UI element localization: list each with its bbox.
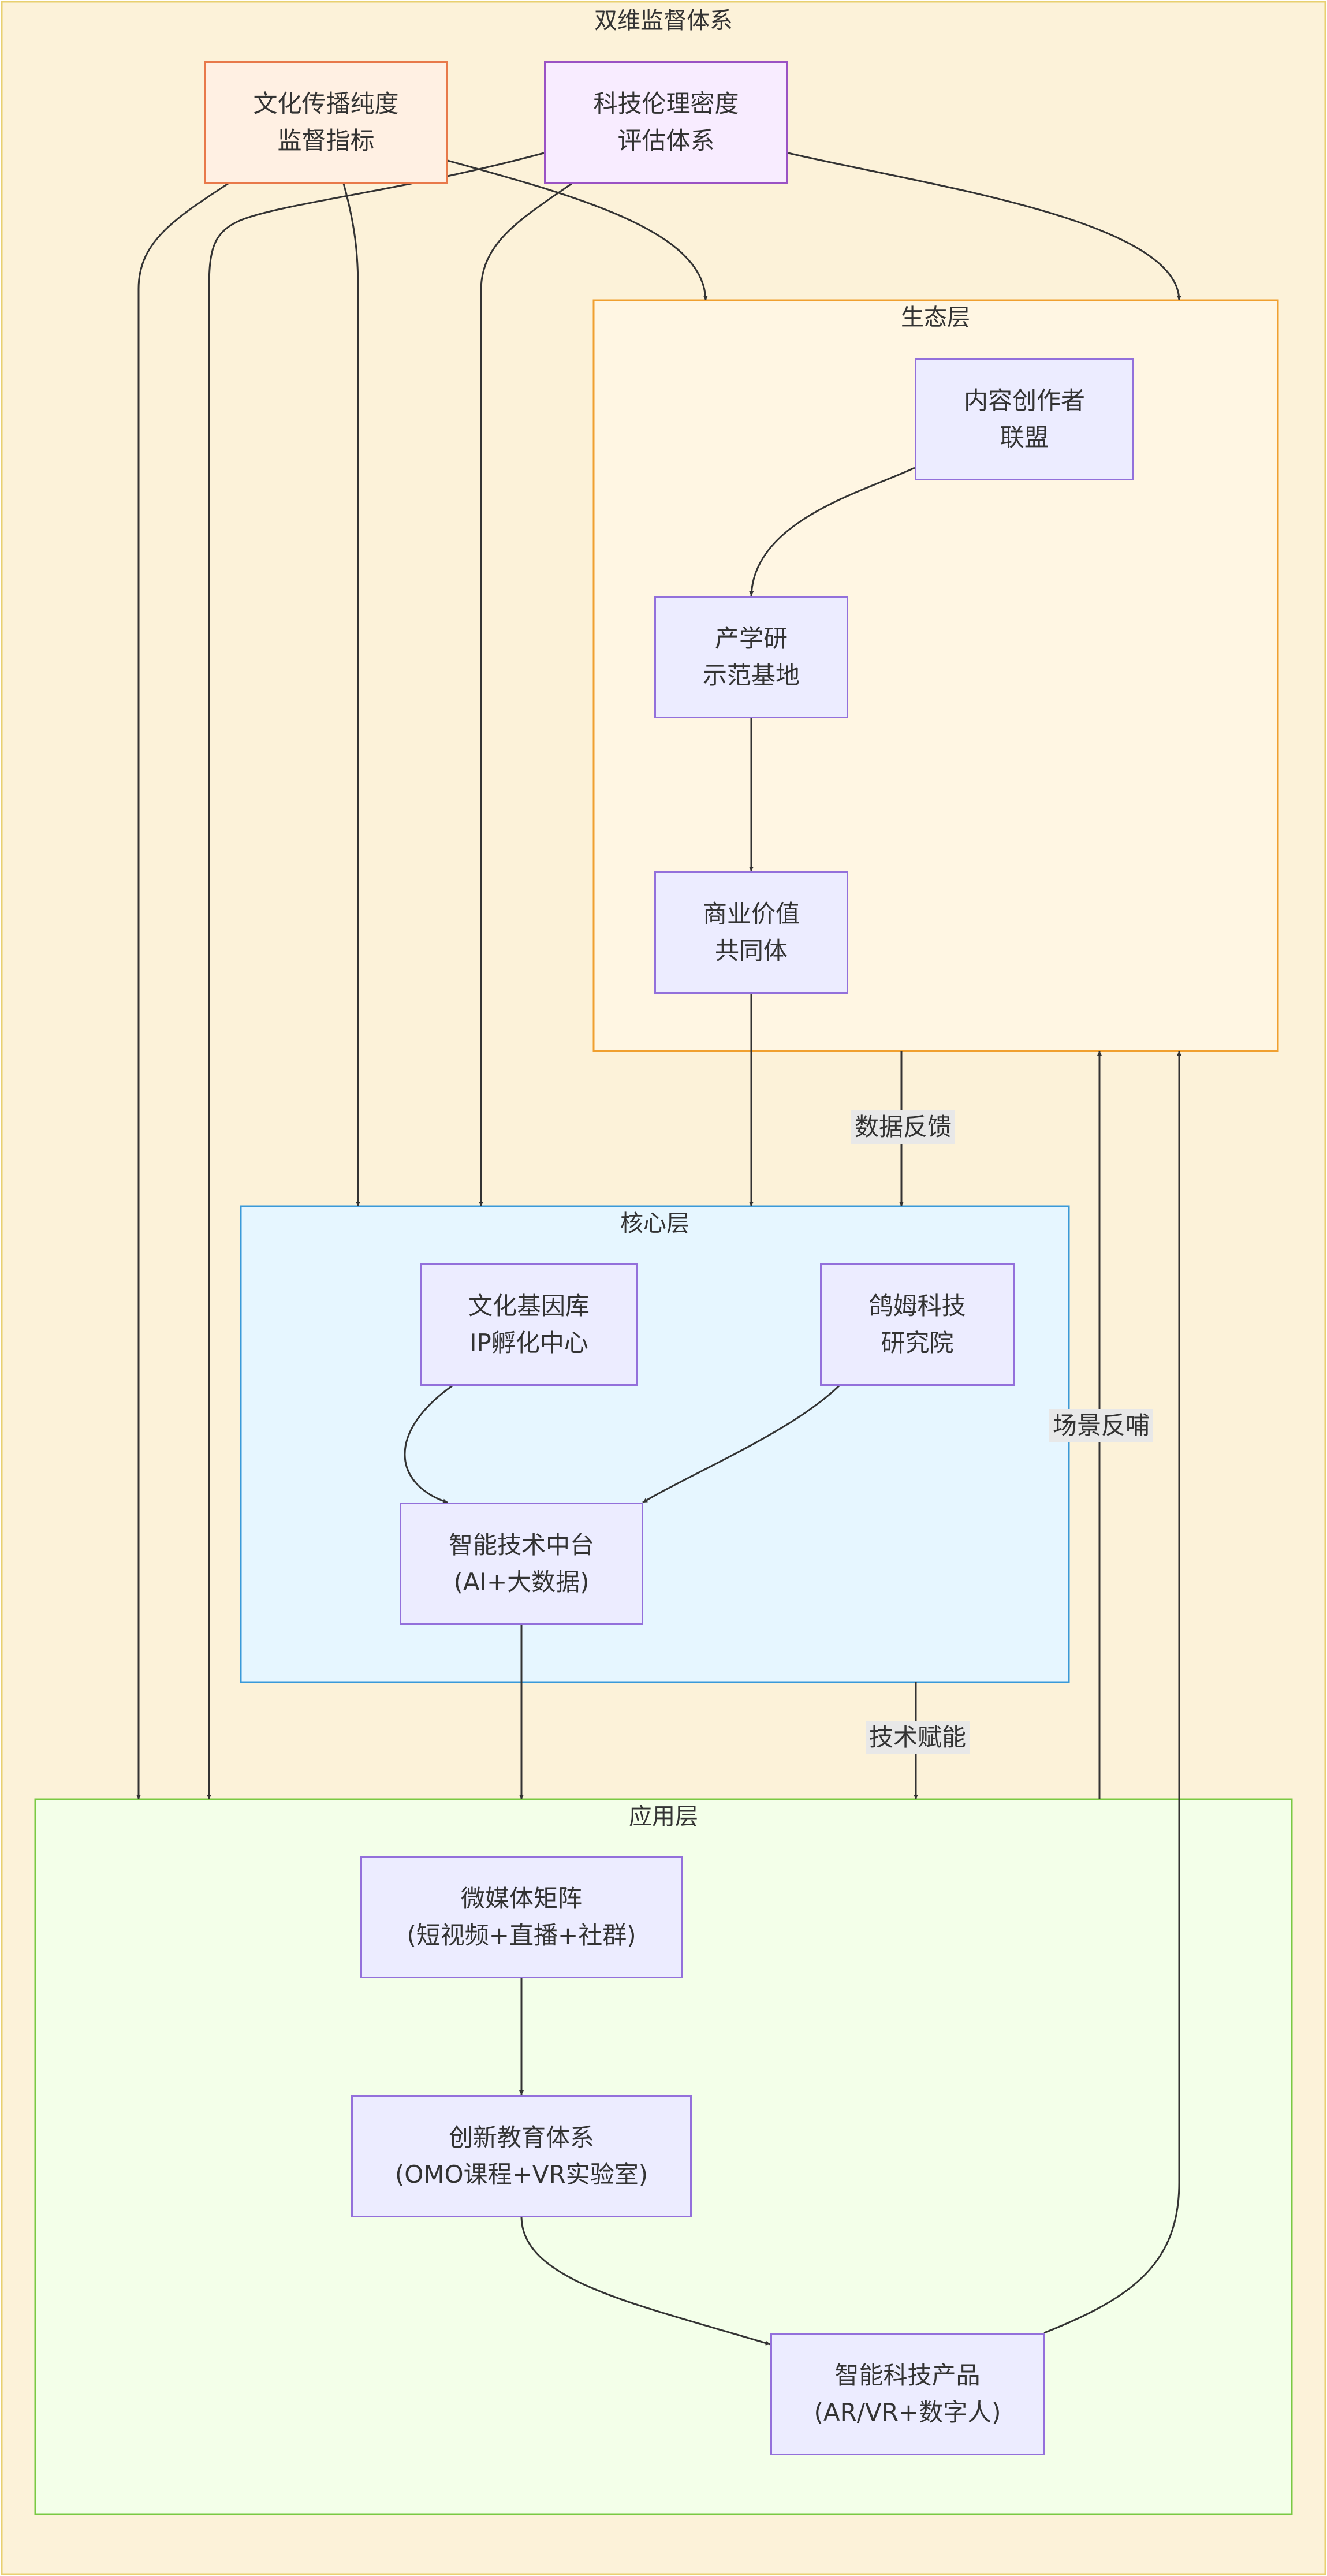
- micro-media-node: 微媒体矩阵 (短视频+直播+社群): [360, 1856, 683, 1978]
- edge-label-tech-empower: 技术赋能: [866, 1721, 970, 1754]
- culture-purity-node: 文化传播纯度 监督指标: [204, 61, 448, 184]
- institute-line1: 鸽姆科技: [868, 1292, 966, 1320]
- media-line2: (短视频+直播+社群): [407, 1921, 636, 1949]
- product-line1: 智能科技产品: [834, 2361, 981, 2389]
- edge-ethics-to-core: [479, 182, 572, 1206]
- edge-ethics-to-eco: [788, 152, 1181, 301]
- gemu-institute-node: 鸽姆科技 研究院: [820, 1263, 1015, 1386]
- creators-alliance-node: 内容创作者 联盟: [915, 358, 1134, 480]
- education-line2: (OMO课程+VR实验室): [394, 2160, 648, 2189]
- edge-institute-to-platform: [642, 1385, 840, 1504]
- platform-line1: 智能技术中台: [448, 1531, 594, 1559]
- culture-gene-node: 文化基因库 IP孵化中心: [420, 1263, 638, 1386]
- core-layer-title: 核心层: [620, 1210, 689, 1237]
- tech-ethics-node: 科技伦理密度 评估体系: [544, 61, 788, 184]
- edge-product-to-eco: [1043, 1051, 1181, 2334]
- business-line1: 商业价值: [702, 900, 800, 928]
- edge-label-scenario-feedback: 场景反哺: [1049, 1409, 1154, 1442]
- edge-education-to-product: [520, 2217, 771, 2346]
- app-layer-title: 应用层: [629, 1803, 698, 1830]
- education-line1: 创新教育体系: [448, 2123, 594, 2152]
- business-line2: 共同体: [714, 937, 788, 965]
- product-line2: (AR/VR+数字人): [814, 2398, 1001, 2426]
- edge-label-data-feedback: 数据反馈: [851, 1110, 956, 1144]
- creators-line1: 内容创作者: [963, 386, 1085, 415]
- education-node: 创新教育体系 (OMO课程+VR实验室): [351, 2095, 692, 2217]
- gene-line1: 文化基因库: [468, 1292, 590, 1320]
- research-base-node: 产学研 示范基地: [654, 596, 848, 718]
- research-line1: 产学研: [714, 624, 788, 653]
- institute-line2: 研究院: [881, 1329, 954, 1357]
- outer-cluster-title: 双维监督体系: [594, 8, 733, 34]
- research-line2: 示范基地: [702, 661, 800, 689]
- smart-product-node: 智能科技产品 (AR/VR+数字人): [770, 2333, 1045, 2455]
- culture-purity-line1: 文化传播纯度: [253, 90, 399, 118]
- platform-line2: (AI+大数据): [453, 1568, 590, 1596]
- culture-purity-line2: 监督指标: [277, 126, 375, 155]
- edge-culture-to-eco: [447, 159, 708, 301]
- tech-ethics-line1: 科技伦理密度: [593, 90, 739, 118]
- business-community-node: 商业价值 共同体: [654, 871, 848, 994]
- edge-culture-to-app: [136, 182, 229, 1799]
- creators-line2: 联盟: [1000, 423, 1049, 452]
- eco-layer-title: 生态层: [901, 304, 970, 331]
- tech-ethics-line2: 评估体系: [617, 126, 715, 155]
- edge-creators-to-research: [749, 467, 915, 597]
- gene-line2: IP孵化中心: [469, 1329, 588, 1357]
- media-line1: 微媒体矩阵: [460, 1884, 582, 1913]
- edge-culture-to-core: [342, 183, 360, 1206]
- edge-gene-to-platform: [404, 1385, 453, 1504]
- tech-platform-node: 智能技术中台 (AI+大数据): [400, 1503, 643, 1625]
